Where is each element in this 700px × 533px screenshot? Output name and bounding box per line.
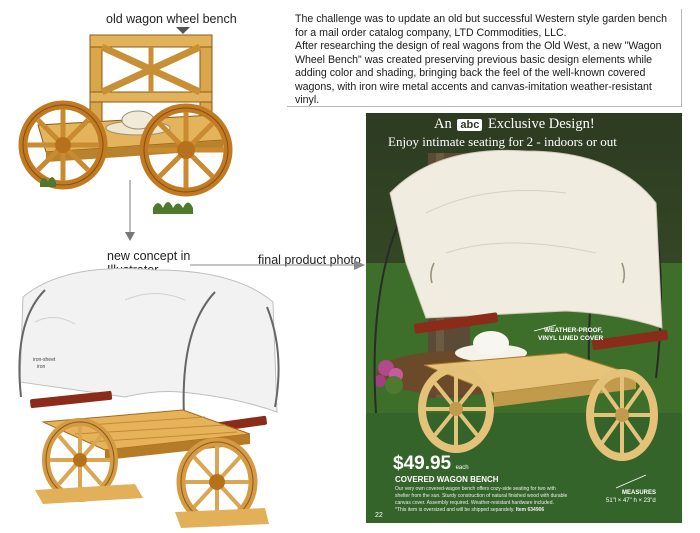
ad-subhead: Enjoy intimate seating for 2 - indoors o…	[388, 134, 617, 149]
product-body-line4: *This item is oversized and will be ship…	[395, 507, 544, 513]
ad-headline-an: An	[434, 116, 452, 132]
page-number: 22	[375, 512, 383, 519]
price-suffix: each	[455, 465, 469, 471]
ad-headline: An abc Exclusive Design!	[434, 116, 595, 133]
concept-illustration	[18, 268, 280, 528]
concept-callout-line2: iron	[37, 364, 46, 370]
new-concept-label-line1: new concept in	[107, 249, 191, 263]
arrow-down	[125, 180, 135, 241]
measures-label: MEASURES	[622, 490, 657, 496]
item-number: Item 634906	[515, 507, 545, 513]
product-body-note: *This item is oversized and will be ship…	[395, 507, 515, 513]
product-body-line1: Our very own covered-wagon bench offers …	[395, 486, 556, 492]
measures-value: 51"l × 47" h × 23"d	[606, 498, 656, 504]
price: $49.95 each	[393, 453, 469, 475]
abc-logo: abc	[457, 119, 483, 131]
product-body-line3: canvas cover. Assembly required. Weather…	[395, 500, 554, 506]
old-bench-pointer	[176, 27, 190, 34]
description-paragraph-2: After researching the design of real wag…	[295, 40, 662, 106]
ad-headline-rest: Exclusive Design!	[487, 116, 595, 132]
price-value: $49.95	[393, 453, 452, 474]
product-name: COVERED WAGON BENCH	[395, 475, 499, 484]
final-photo-label: final product photo	[258, 253, 361, 267]
description-paragraph-1: The challenge was to update an old but s…	[295, 13, 667, 39]
final-product-photo: An abc Exclusive Design! Enjoy intimate …	[366, 113, 682, 523]
concept-callout-line1: iron-sheet	[33, 357, 56, 363]
arrow-right	[190, 260, 365, 270]
photo-product	[373, 149, 669, 489]
product-body-line2: shelter from the sun. Sturdy constructio…	[395, 493, 568, 499]
description-box: The challenge was to update an old but s…	[287, 9, 682, 107]
vinyl-callout-line2: VINYL LINED COVER	[538, 335, 604, 342]
old-bench-image	[18, 34, 233, 214]
vinyl-callout-line1: WEATHER-PROOF,	[544, 327, 603, 334]
old-bench-label: old wagon wheel bench	[106, 12, 237, 26]
